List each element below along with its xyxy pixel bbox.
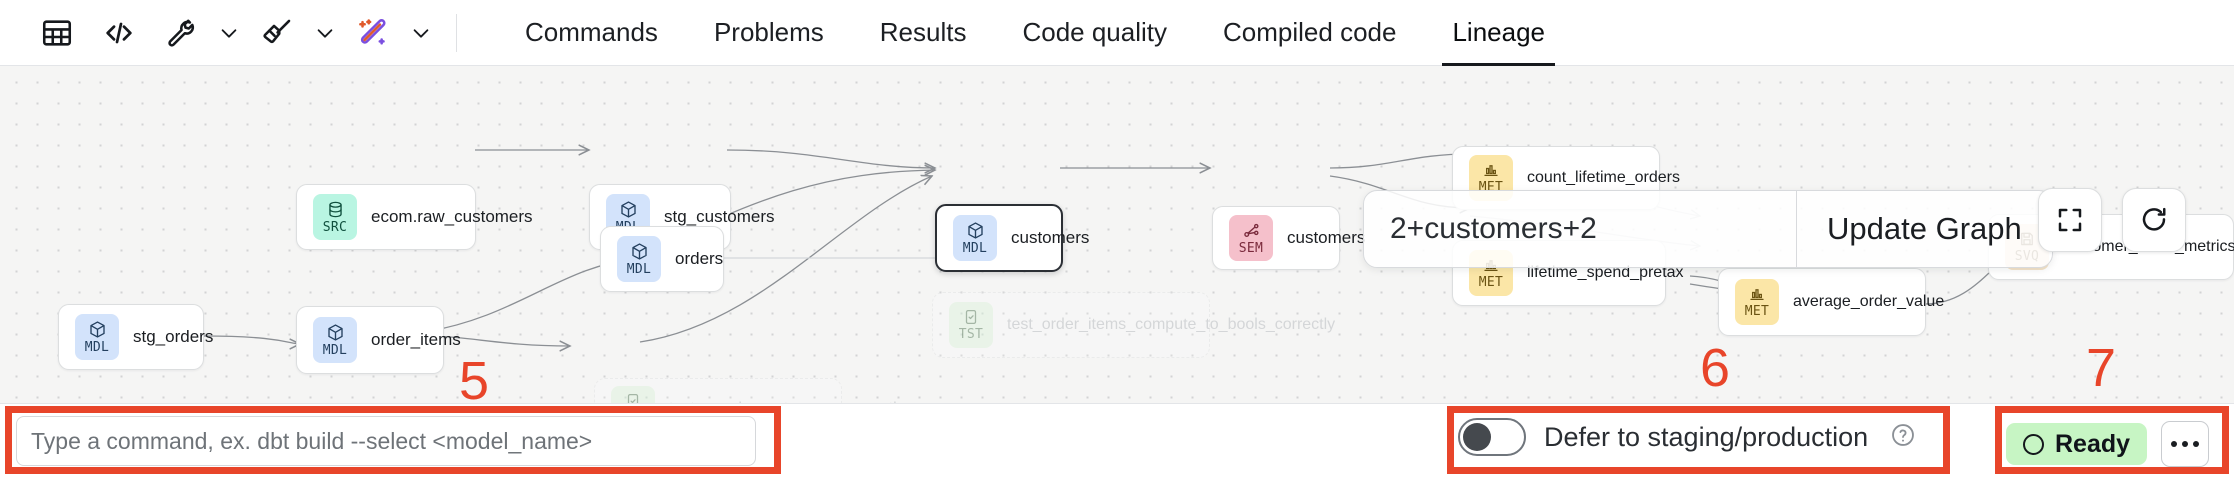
lineage-node-tst-supply-costs-sum-correctly[interactable]: TST test_supply_costs_sum_correctly [594, 378, 905, 403]
lineage-node-sem-customers[interactable]: SEM customers [1212, 206, 1365, 270]
badge-text: SRC [322, 219, 348, 235]
annotation-number-5: 5 [459, 351, 490, 403]
toolbar-divider [456, 13, 457, 52]
tab-label: Results [879, 17, 967, 47]
update-graph-button[interactable]: Update Graph [1827, 211, 2022, 246]
ai-assist-group [342, 8, 438, 58]
defer-control-group: Defer to staging/production [1458, 418, 1916, 456]
node-label: test_supply_costs_sum_correctly [669, 399, 905, 403]
tab-label: Compiled code [1223, 17, 1397, 47]
editor-toolbar: Commands Problems Results Code quality C… [0, 0, 2234, 66]
tst-badge: TST [949, 302, 993, 348]
lineage-node-mdl-customers[interactable]: MDL customers [935, 204, 1089, 272]
status-label: Ready [2055, 429, 2131, 458]
lineage-node-mdl-order-items[interactable]: MDL order_items [296, 306, 461, 374]
command-bar: Type a command, ex. dbt build --select <… [0, 403, 2234, 478]
node-label: test_order_items_compute_to_bools_correc… [1007, 316, 1336, 333]
panel-tabs: Commands Problems Results Code quality C… [497, 0, 1573, 66]
panel-divider [1796, 191, 1797, 267]
badge-text: SEM [1238, 240, 1264, 256]
tab-lineage[interactable]: Lineage [1424, 0, 1573, 66]
tab-code-quality[interactable]: Code quality [994, 0, 1195, 66]
wrench-icon[interactable] [150, 8, 212, 58]
node-label: count_lifetime_orders [1527, 169, 1680, 186]
lineage-node-mdl-stg-orders[interactable]: MDL stg_orders [58, 304, 213, 370]
mdl-badge: MDL [953, 215, 997, 261]
ellipsis-dot [2193, 441, 2200, 447]
met-badge: MET [1735, 279, 1779, 325]
status-group: Ready [2006, 421, 2210, 467]
tab-problems[interactable]: Problems [686, 0, 852, 66]
fit-view-button[interactable] [2038, 188, 2102, 252]
badge-text: MDL [322, 342, 348, 358]
code-icon[interactable] [88, 8, 150, 58]
tab-label: Lineage [1452, 17, 1545, 47]
fullscreen-icon [2058, 208, 2082, 232]
chevron-down-icon[interactable] [404, 8, 438, 58]
chevron-down-icon[interactable] [212, 8, 246, 58]
tab-compiled-code[interactable]: Compiled code [1195, 0, 1424, 66]
lineage-node-mdl-orders[interactable]: MDL orders [600, 226, 724, 292]
node-label: lifetime_spend_pretax [1527, 264, 1684, 281]
magic-wand-icon[interactable] [342, 8, 404, 58]
status-badge[interactable]: Ready [2006, 423, 2148, 465]
badge-text: TST [958, 327, 984, 342]
node-label: average_order_value [1793, 293, 1945, 310]
defer-label: Defer to staging/production [1544, 421, 1869, 452]
badge-text: MDL [84, 339, 110, 355]
tab-label: Commands [525, 17, 658, 47]
annotation-number-6: 6 [1700, 338, 1731, 398]
tst-badge: TST [611, 386, 655, 403]
node-label: stg_customers [664, 207, 775, 227]
command-input-placeholder: Type a command, ex. dbt build --select <… [31, 427, 593, 454]
badge-text: MET [1744, 304, 1770, 319]
graph-selector-panel: Update Graph [1363, 190, 2053, 268]
src-badge: SRC [313, 194, 357, 240]
mdl-badge: MDL [313, 317, 357, 363]
lineage-node-met-average-order-value[interactable]: MET average_order_value [1718, 268, 1944, 336]
node-label: orders [675, 249, 724, 269]
refresh-graph-button[interactable] [2122, 188, 2186, 252]
ellipsis-dot [2182, 441, 2189, 447]
badge-text: MET [1478, 275, 1504, 290]
badge-text: MDL [962, 240, 988, 256]
badge-text: MDL [626, 261, 652, 277]
node-label: customers [1287, 228, 1366, 248]
node-label: order_items [371, 330, 461, 350]
annotation-number-7: 7 [2086, 338, 2117, 398]
build-tool-group [150, 8, 246, 58]
mdl-badge: MDL [617, 236, 661, 282]
command-input[interactable]: Type a command, ex. dbt build --select <… [16, 416, 756, 466]
graph-select-input[interactable] [1364, 191, 1796, 267]
more-options-button[interactable] [2161, 421, 2210, 467]
tab-commands[interactable]: Commands [497, 0, 686, 66]
status-circle-icon [2023, 433, 2044, 455]
help-circle-icon[interactable] [1890, 422, 1916, 453]
defer-toggle[interactable] [1458, 418, 1526, 456]
tab-label: Problems [713, 17, 824, 47]
lineage-node-src-ecom-raw-customers[interactable]: SRC ecom.raw_customers [296, 184, 533, 250]
mdl-badge: MDL [75, 314, 119, 360]
format-tool-group [246, 8, 342, 58]
broom-icon[interactable] [246, 8, 308, 58]
toggle-knob [1463, 423, 1491, 451]
node-label: ecom.raw_customers [371, 207, 533, 227]
toolbar-icon-group [0, 0, 438, 66]
refresh-icon [2142, 207, 2166, 231]
sem-badge: SEM [1229, 215, 1273, 261]
node-label: customers [1011, 228, 1090, 248]
tab-results[interactable]: Results [852, 0, 995, 66]
node-label: stg_orders [133, 327, 214, 347]
table-icon[interactable] [26, 8, 88, 58]
lineage-node-tst-order-items-compute-to-bools[interactable]: TST test_order_items_compute_to_bools_co… [932, 292, 1335, 358]
lineage-graph-canvas[interactable]: SRC ecom.raw_customers MDL stg_customers… [0, 66, 2234, 403]
ellipsis-dot [2171, 441, 2178, 447]
tab-label: Code quality [1022, 17, 1168, 47]
chevron-down-icon[interactable] [308, 8, 342, 58]
